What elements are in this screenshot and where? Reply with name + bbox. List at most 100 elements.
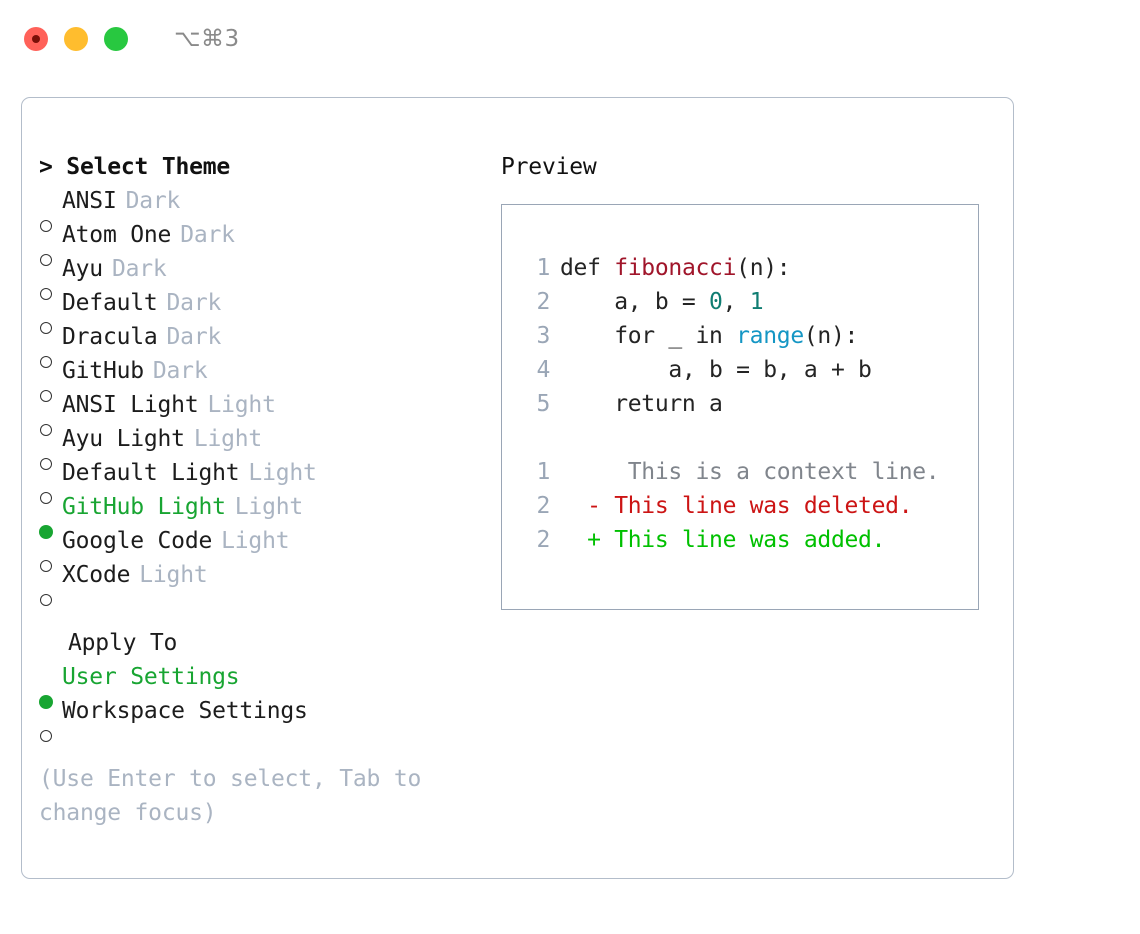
- spacer: [39, 592, 479, 626]
- radio-mark: [40, 492, 52, 504]
- titlebar: ⌥⌘3: [0, 0, 1140, 78]
- diff-text: This is a context line.: [600, 459, 940, 485]
- theme-list-item[interactable]: Ayu Light Light: [39, 422, 479, 470]
- radio-mark: [40, 288, 52, 300]
- theme-kind-badge: Dark: [152, 358, 208, 384]
- theme-kind-badge: Dark: [166, 290, 222, 316]
- code-token-plain: ,: [722, 289, 750, 315]
- theme-name-label: GitHub Light: [62, 494, 226, 520]
- theme-name-label: Atom One: [62, 222, 172, 248]
- minimize-window-button[interactable]: [64, 27, 88, 51]
- maximize-window-button[interactable]: [104, 27, 128, 51]
- traffic-lights: [24, 27, 128, 51]
- theme-name-label: Default Light: [62, 460, 240, 486]
- code-token-plain: a, b = b, a + b: [560, 357, 872, 383]
- theme-kind-badge: Light: [221, 528, 290, 554]
- line-number: 4: [536, 357, 550, 383]
- theme-kind-badge: Light: [248, 460, 317, 486]
- diff-line-deleted: 2 - This line was deleted.: [520, 489, 978, 523]
- theme-name-label: Google Code: [62, 528, 213, 554]
- code-token-plain: (n):: [803, 323, 859, 349]
- theme-kind-badge: Light: [193, 426, 263, 452]
- code-token-plain: def: [560, 255, 615, 281]
- line-number: 2: [536, 493, 550, 519]
- theme-list-item[interactable]: XCode Light: [39, 558, 479, 606]
- code-token-plain: a, b =: [560, 289, 710, 315]
- theme-kind-badge: Dark: [125, 188, 181, 214]
- theme-kind-badge: Dark: [166, 324, 222, 350]
- theme-name-label: ANSI: [62, 188, 117, 214]
- keyboard-hint-text: (Use Enter to select, Tab to change focu…: [39, 766, 435, 826]
- keyboard-shortcut-label: ⌥⌘3: [174, 26, 240, 52]
- theme-list-item[interactable]: ANSI Dark: [39, 184, 479, 232]
- radio-mark: [40, 356, 52, 368]
- code-line: 2 a, b = 0, 1: [520, 285, 978, 319]
- theme-name-label: GitHub: [62, 358, 144, 384]
- theme-name-label: Dracula: [62, 324, 158, 350]
- theme-list-item[interactable]: Dracula Dark: [39, 320, 479, 368]
- theme-list-item[interactable]: ANSI Light Light: [39, 388, 479, 436]
- theme-list-item[interactable]: Default Light Light: [39, 456, 479, 504]
- theme-list-item[interactable]: Default Dark: [39, 286, 479, 334]
- radio-mark: [40, 594, 52, 606]
- code-line: 5 return a: [520, 387, 978, 421]
- theme-list-item[interactable]: Ayu Dark: [39, 252, 479, 300]
- radio-mark: [39, 695, 53, 709]
- radio-mark: [40, 390, 52, 402]
- theme-kind-badge: Dark: [180, 222, 235, 248]
- code-token-num: 1: [749, 289, 764, 315]
- apply-to-item[interactable]: Workspace Settings: [39, 694, 479, 742]
- preview-title: Preview: [501, 154, 597, 180]
- spacer: [520, 421, 978, 455]
- code-line: 3 for _ in range(n):: [520, 319, 978, 353]
- code-token-plain: return a: [560, 391, 723, 417]
- theme-name-label: XCode: [62, 562, 131, 588]
- apply-to-label: Workspace Settings: [62, 698, 308, 724]
- line-number: 2: [536, 527, 550, 553]
- close-icon: [32, 35, 40, 43]
- apply-to-label: User Settings: [62, 664, 240, 690]
- theme-kind-badge: Light: [234, 494, 304, 520]
- theme-kind-badge: Light: [139, 562, 208, 588]
- theme-kind-badge: Light: [207, 392, 276, 418]
- code-token-plain: for _ in: [560, 323, 737, 349]
- line-number: 2: [536, 289, 550, 315]
- theme-name-label: Ayu Light: [62, 426, 185, 452]
- theme-name-label: Ayu: [62, 256, 103, 282]
- theme-list-item[interactable]: GitHub Light Light: [39, 490, 479, 539]
- theme-kind-badge: Dark: [111, 256, 167, 282]
- close-window-button[interactable]: [24, 27, 48, 51]
- diff-text: This line was added.: [600, 527, 886, 553]
- radio-mark: [40, 458, 52, 470]
- select-theme-header: > Select Theme: [39, 154, 231, 180]
- diff-line-added: 2 + This line was added.: [520, 523, 978, 557]
- theme-list-item[interactable]: Atom One Dark: [39, 218, 479, 266]
- radio-mark: [40, 560, 52, 572]
- line-number: 1: [536, 459, 550, 485]
- diff-marker: [560, 455, 601, 489]
- code-token-plain: (n):: [736, 255, 791, 281]
- apply-to-item[interactable]: User Settings: [39, 660, 479, 709]
- diff-marker: +: [560, 527, 601, 553]
- theme-list-item[interactable]: Google Code Light: [39, 524, 479, 572]
- radio-mark: [40, 220, 52, 232]
- line-number: 3: [536, 323, 550, 349]
- radio-mark: [40, 254, 52, 266]
- radio-mark: [40, 730, 52, 742]
- code-line: 4 a, b = b, a + b: [520, 353, 978, 387]
- theme-list-item[interactable]: GitHub Dark: [39, 354, 479, 402]
- theme-name-label: Default: [62, 290, 158, 316]
- theme-name-label: ANSI Light: [62, 392, 199, 418]
- diff-marker: -: [560, 493, 601, 519]
- radio-mark: [39, 525, 53, 539]
- line-number: 1: [536, 255, 550, 281]
- radio-mark: [40, 322, 52, 334]
